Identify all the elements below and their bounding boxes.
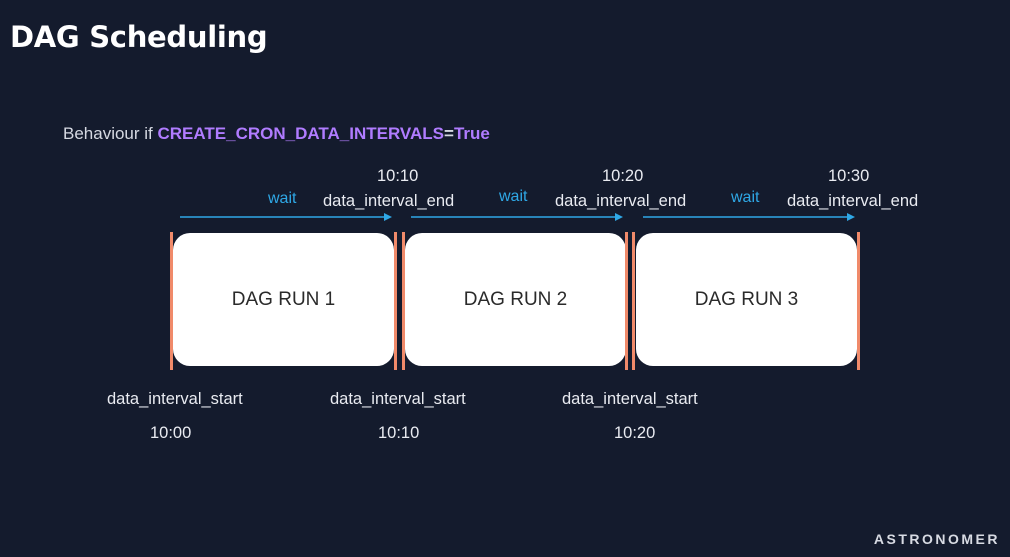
wait-label-run-2: wait (499, 188, 528, 205)
end-time-run-1: 10:10 (377, 167, 419, 185)
astronomer-logo: ASTRONOMER (873, 531, 1000, 547)
end-label-run-1: data_interval_end (323, 192, 455, 210)
end-time-run-3: 10:30 (828, 167, 870, 185)
interval-start-marker-run-3 (632, 232, 635, 370)
behaviour-prefix: Behaviour if (63, 124, 158, 143)
start-time-run-2: 10:10 (378, 424, 420, 442)
start-label-run-2: data_interval_start (330, 390, 466, 408)
interval-start-marker-run-1 (170, 232, 173, 370)
behaviour-value: True (453, 124, 490, 143)
behaviour-caption: Behaviour if CREATE_CRON_DATA_INTERVALS=… (63, 124, 490, 144)
interval-start-marker-run-2 (402, 232, 405, 370)
behaviour-keyword: CREATE_CRON_DATA_INTERVALS (157, 124, 445, 143)
dag-run-3-label: DAG RUN 3 (694, 288, 799, 310)
wait-arrow-run-3 (643, 213, 855, 221)
wait-label-run-3: wait (731, 189, 760, 206)
end-time-run-2: 10:20 (602, 167, 644, 185)
dag-run-2-box: DAG RUN 2 (405, 233, 626, 366)
interval-end-marker-run-1 (394, 232, 397, 370)
dag-run-2-label: DAG RUN 2 (463, 288, 568, 310)
end-label-run-2: data_interval_end (555, 192, 687, 210)
interval-end-marker-run-2 (625, 232, 628, 370)
start-time-run-3: 10:20 (614, 424, 656, 442)
dag-run-1-box: DAG RUN 1 (173, 233, 394, 366)
behaviour-equals: = (444, 124, 454, 143)
start-time-run-1: 10:00 (150, 424, 192, 442)
dag-run-1-label: DAG RUN 1 (231, 288, 336, 310)
wait-arrow-run-1 (180, 213, 392, 221)
start-label-run-1: data_interval_start (107, 390, 243, 408)
start-label-run-3: data_interval_start (562, 390, 698, 408)
wait-arrow-run-2 (411, 213, 623, 221)
interval-end-marker-run-3 (857, 232, 860, 370)
page-title: DAG Scheduling (10, 20, 268, 54)
wait-label-run-1: wait (268, 190, 297, 207)
dag-run-3-box: DAG RUN 3 (636, 233, 857, 366)
end-label-run-3: data_interval_end (787, 192, 919, 210)
